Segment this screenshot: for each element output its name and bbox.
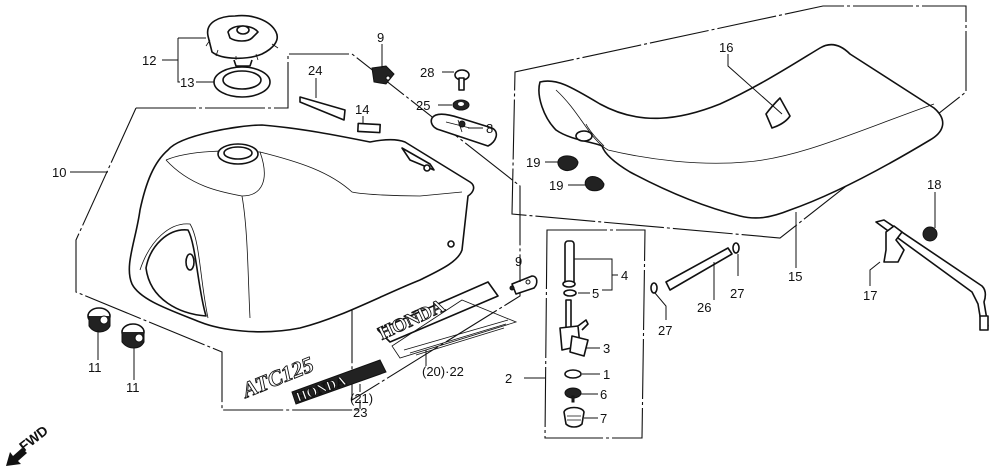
callout-11-left[interactable]: 11: [88, 360, 102, 375]
callout-labels: 12 13 10 24 14 9 28 25 8 11 11 (20)·22 (…: [52, 30, 941, 426]
tube-clip-right[interactable]: [732, 242, 740, 254]
fuel-strainer[interactable]: [562, 240, 576, 288]
tube-clip-left[interactable]: [650, 282, 658, 294]
tank-cushion-left[interactable]: [87, 307, 111, 333]
callout-13[interactable]: 13: [180, 75, 194, 90]
callout-24[interactable]: 24: [308, 63, 322, 78]
callout-11-right[interactable]: 11: [126, 380, 140, 395]
tank-pad[interactable]: [357, 122, 381, 134]
callout-14[interactable]: 14: [355, 102, 369, 117]
callout-16[interactable]: 16: [719, 40, 733, 55]
lever-knob[interactable]: [922, 226, 938, 242]
callout-6[interactable]: 6: [600, 387, 607, 402]
callout-21[interactable]: (21): [350, 391, 373, 406]
seat-rubber-lower[interactable]: [584, 176, 605, 192]
callout-8[interactable]: 8: [486, 121, 493, 136]
fuel-filler-cap[interactable]: [205, 14, 279, 67]
callout-3[interactable]: 3: [603, 341, 610, 356]
seat-rubber-upper[interactable]: [557, 155, 579, 171]
fuel-strainer-o-ring[interactable]: [563, 289, 577, 297]
callout-28[interactable]: 28: [420, 65, 434, 80]
fuel-cup[interactable]: [563, 406, 585, 428]
fuel-tube[interactable]: [665, 247, 733, 291]
fuel-tank[interactable]: [128, 124, 475, 333]
callout-7[interactable]: 7: [600, 411, 607, 426]
callout-9-tank[interactable]: 9: [377, 30, 384, 45]
callout-25[interactable]: 25: [416, 98, 430, 113]
seat-group-frame: [511, 5, 967, 239]
callout-1[interactable]: 1: [603, 367, 610, 382]
forward-direction-indicator: FWD: [6, 422, 51, 466]
washer[interactable]: [452, 99, 470, 111]
callout-5[interactable]: 5: [592, 286, 599, 301]
callout-27-left[interactable]: 27: [658, 323, 672, 338]
seat-lock-lever[interactable]: [875, 219, 989, 331]
cup-screen[interactable]: [564, 387, 582, 403]
clip-nut-tank[interactable]: [371, 65, 395, 85]
callout-9-cock[interactable]: 9: [515, 254, 522, 269]
tank-cushion-right[interactable]: [121, 323, 145, 349]
callout-19-upper[interactable]: 19: [526, 155, 540, 170]
leader-lines: [70, 37, 936, 419]
fuel-cock-group-frame: [544, 229, 646, 439]
fuel-cock-body[interactable]: [559, 299, 589, 357]
callout-20-22[interactable]: (20)·22: [422, 364, 464, 379]
callout-17[interactable]: 17: [863, 288, 877, 303]
clip-nut-fuel-cock[interactable]: [509, 275, 538, 295]
callout-19-lower[interactable]: 19: [549, 178, 563, 193]
seat-strap[interactable]: [765, 97, 791, 129]
tank-stripe[interactable]: [299, 96, 346, 121]
fuel-cock-packing[interactable]: [564, 369, 582, 379]
callout-26[interactable]: 26: [697, 300, 711, 315]
seat-assembly[interactable]: [538, 43, 944, 219]
callout-4[interactable]: 4: [621, 268, 628, 283]
callout-23[interactable]: 23: [353, 405, 367, 420]
callout-15[interactable]: 15: [788, 269, 802, 284]
callout-18[interactable]: 18: [927, 177, 941, 192]
callout-10[interactable]: 10: [52, 165, 66, 180]
forward-arrow-icon: [6, 448, 27, 466]
fwd-label: FWD: [16, 422, 51, 454]
callout-27-right[interactable]: 27: [730, 286, 744, 301]
tank-mounting-bracket[interactable]: [430, 113, 498, 147]
tank-decal[interactable]: HONDA: [375, 281, 518, 359]
callout-2[interactable]: 2: [505, 371, 512, 386]
cap-gasket[interactable]: [213, 66, 271, 98]
callout-12[interactable]: 12: [142, 53, 156, 68]
bolt[interactable]: [454, 69, 470, 91]
